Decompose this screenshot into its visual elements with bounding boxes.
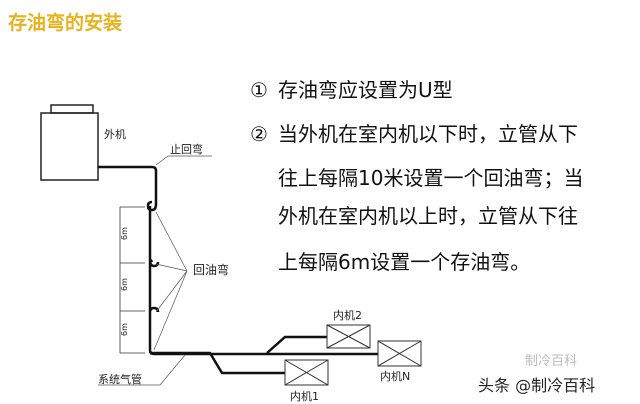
outdoor-unit [40,104,99,181]
check-bend-label: 止回弯 [170,142,203,156]
slide-title: 存油弯的安装 [8,12,123,34]
indoor-unit-n-label: 内机N [380,369,410,383]
rule-2-line-3: 外机在室内机以上时，立管从下往 [278,204,578,228]
spacing-label-2: 6m [120,278,129,291]
watermark: 头条 @制冷百科 [478,376,596,395]
spacing-label-1: 6m [120,227,129,240]
rule-2-line-2: 往上每隔10米设置一个回油弯；当 [278,166,584,190]
leader-lines [98,155,212,386]
oil-return-bend-label: 回油弯 [193,262,229,277]
system-gas-pipe-label: 系统气管 [98,372,142,386]
dimension-lines [119,206,145,354]
watermark-faded: 制冷百科 [525,354,578,369]
outdoor-unit-label: 外机 [104,127,126,141]
riser-pipe [98,165,378,375]
spacing-label-3: 6m [120,323,129,336]
indoor-unit-1-label: 内机1 [290,389,319,403]
indoor-unit-2-label: 内机2 [333,308,362,322]
indoor-units [284,324,422,386]
rule-2-line-4: 上每隔6m设置一个存油弯。 [278,250,531,274]
